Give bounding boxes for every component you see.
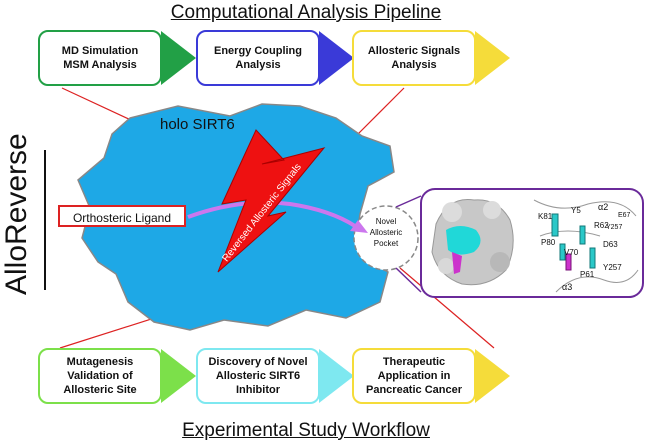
- protein-surface-render: [431, 199, 514, 286]
- workflow-step-label-line: Therapeutic: [382, 356, 446, 368]
- residue-label: α2: [598, 202, 609, 212]
- pipeline-heading: Computational Analysis Pipeline: [170, 2, 442, 23]
- connector-bottom-right: [399, 267, 495, 349]
- inset-link-top: [395, 195, 422, 208]
- reversed-signal-bolt: [217, 129, 326, 273]
- residue-label: Y257: [606, 224, 623, 231]
- workflow-step-label-line: Mutagenesis: [66, 356, 134, 368]
- workflow-step-label-line: Inhibitor: [236, 384, 280, 396]
- residue-label: P80: [541, 238, 556, 247]
- residue-label: Y5: [571, 206, 581, 215]
- residue-label: V70: [564, 248, 579, 257]
- side-label: AlloReverse: [0, 133, 33, 295]
- residue-label: K81: [538, 212, 553, 221]
- pipeline-step-label-line: Analysis: [235, 59, 281, 71]
- residue-label: E67: [618, 212, 631, 219]
- residue-label: α3: [562, 282, 573, 292]
- ligand-highlight: [452, 252, 462, 274]
- protein-surface: [77, 103, 395, 331]
- pocket-label-line: Pocket: [373, 239, 399, 248]
- residue-detail-render: [533, 199, 639, 293]
- pocket-label: Novel Allosteric Pocket: [356, 216, 416, 249]
- workflow-step-label-line: Allosteric Site: [63, 384, 137, 396]
- pipeline-step-label-line: Allosteric Signals: [367, 45, 461, 57]
- pipeline-step-shape: [38, 30, 196, 86]
- pocket-surface-highlight: [446, 226, 481, 255]
- pipeline-step-shape: [352, 30, 510, 86]
- workflow-step-label-line: Validation of: [67, 370, 133, 382]
- signal-arrow: [187, 200, 357, 228]
- pipeline-step-shape: [196, 30, 354, 86]
- residue-label: Y257: [603, 263, 622, 272]
- protein-label: holo SIRT6: [160, 116, 235, 133]
- pipeline-step-label-line: Energy Coupling: [214, 45, 302, 57]
- workflow-step-label-line: Application in: [377, 370, 451, 382]
- pocket-label-line: Novel: [375, 217, 397, 226]
- workflow-step-shape: [352, 348, 510, 404]
- residue-label: R62: [594, 221, 609, 230]
- workflow-step-shape: [38, 348, 196, 404]
- workflow-step-label-line: Discovery of Novel: [208, 356, 308, 368]
- workflow-step-shape: [196, 348, 354, 404]
- residue-label: D63: [603, 240, 618, 249]
- side-label-rule: [44, 150, 46, 290]
- pipeline-step-label-line: MSM Analysis: [63, 59, 137, 71]
- workflow-step-label-line: Pancreatic Cancer: [366, 384, 462, 396]
- pocket-label-line: Allosteric: [369, 228, 403, 237]
- residue-label: P61: [580, 270, 595, 279]
- allosteric-pocket: [353, 205, 419, 271]
- workflow-step-label-line: Allosteric SIRT6: [215, 370, 301, 382]
- workflow-heading: Experimental Study Workflow: [182, 420, 430, 441]
- pipeline-step-label-line: Analysis: [391, 59, 437, 71]
- signal-arrowhead: [350, 220, 368, 233]
- ligand-label: Orthosteric Ligand: [58, 205, 186, 227]
- inset-link-bottom: [395, 267, 422, 293]
- pipeline-step-label-line: MD Simulation: [61, 45, 139, 57]
